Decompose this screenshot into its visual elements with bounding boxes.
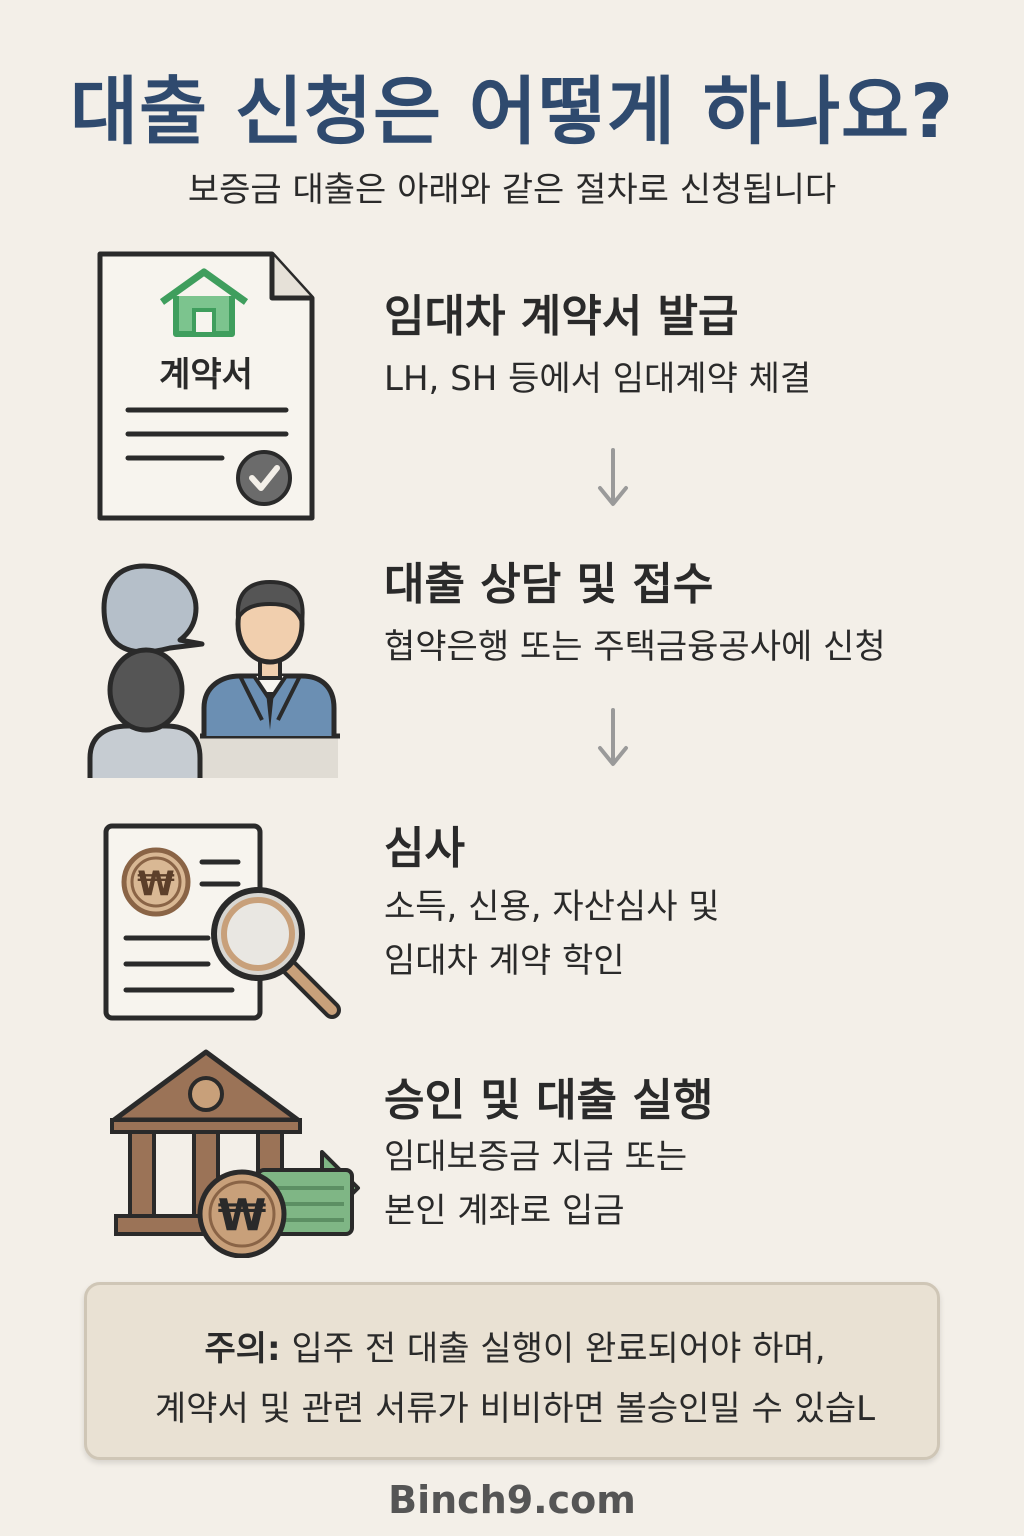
step-4-desc: 임대보증금 지금 또는 본인 계좌로 입금: [384, 1130, 687, 1238]
won-coin-icon: ₩: [197, 1169, 287, 1258]
step-2-desc: 협약은행 또는 주택금융공사에 신청: [384, 620, 886, 674]
notice-box: 주의: 입주 전 대출 실행이 완료되어야 하며, 계약서 및 관련 서류가 비…: [84, 1282, 940, 1460]
bank-money-icon: ₩: [110, 1049, 360, 1258]
step-1-desc-line: LH, SH 등에서 임대계약 체결: [384, 359, 812, 399]
client-icon: [87, 647, 203, 778]
svg-text:₩: ₩: [137, 864, 175, 904]
svg-text:₩: ₩: [218, 1190, 267, 1241]
step-4-desc-line-1: 임대보증금 지금 또는: [384, 1137, 688, 1177]
house-icon: [159, 268, 249, 337]
step-3-title: 심사: [384, 823, 465, 874]
footer-site-name: Binch9.com: [388, 1478, 636, 1522]
step-2-title: 대출 상담 및 접수: [384, 559, 714, 610]
review-magnifier-icon: ₩: [103, 823, 341, 1021]
notice-line-1: 주의: 입주 전 대출 실행이 완료되어야 하며,: [87, 1321, 943, 1370]
step-1-title: 임대차 계약서 발급: [384, 291, 739, 342]
step-3-desc-line-1: 소득, 신용, 자산심사 및: [384, 887, 720, 927]
step-2-desc-line: 협약은행 또는 주택금융공사에 신청: [384, 627, 886, 667]
contract-document-icon: 계약서: [97, 251, 315, 521]
notice-line-2: 계약서 및 관련 서류가 비비하면 볼승인밀 수 있습L: [154, 1389, 876, 1429]
advisor-icon: [201, 579, 337, 736]
magnifier-icon: [211, 887, 341, 1019]
down-arrow-icon: [598, 708, 628, 766]
step-4-desc-line-2: 본인 계좌로 입금: [384, 1191, 625, 1231]
step-3-desc: 소득, 신용, 자산심사 및 임대차 계약 학인: [384, 880, 720, 988]
page-title: 대출 신청은 어떻게 하나요?: [69, 69, 955, 155]
step-3-desc-line-2: 임대차 계약 학인: [384, 941, 625, 981]
check-badge-icon: [236, 450, 292, 506]
won-coin-icon: ₩: [121, 847, 191, 917]
consultation-icon: [87, 563, 340, 778]
notice-label: 주의:: [204, 1329, 281, 1369]
step-4-title: 승인 및 대출 실행: [384, 1075, 714, 1126]
speech-bubble-icon: [101, 563, 205, 655]
down-arrow-icon: [598, 448, 628, 506]
contract-icon-label: 계약서: [159, 355, 253, 395]
step-1-desc: LH, SH 등에서 임대계약 체결: [384, 352, 811, 406]
notice-text-1: 입주 전 대출 실행이 완료되어야 하며,: [291, 1329, 826, 1369]
page-subtitle: 보증금 대출은 아래와 같은 절차로 신청됩니다: [187, 170, 837, 210]
